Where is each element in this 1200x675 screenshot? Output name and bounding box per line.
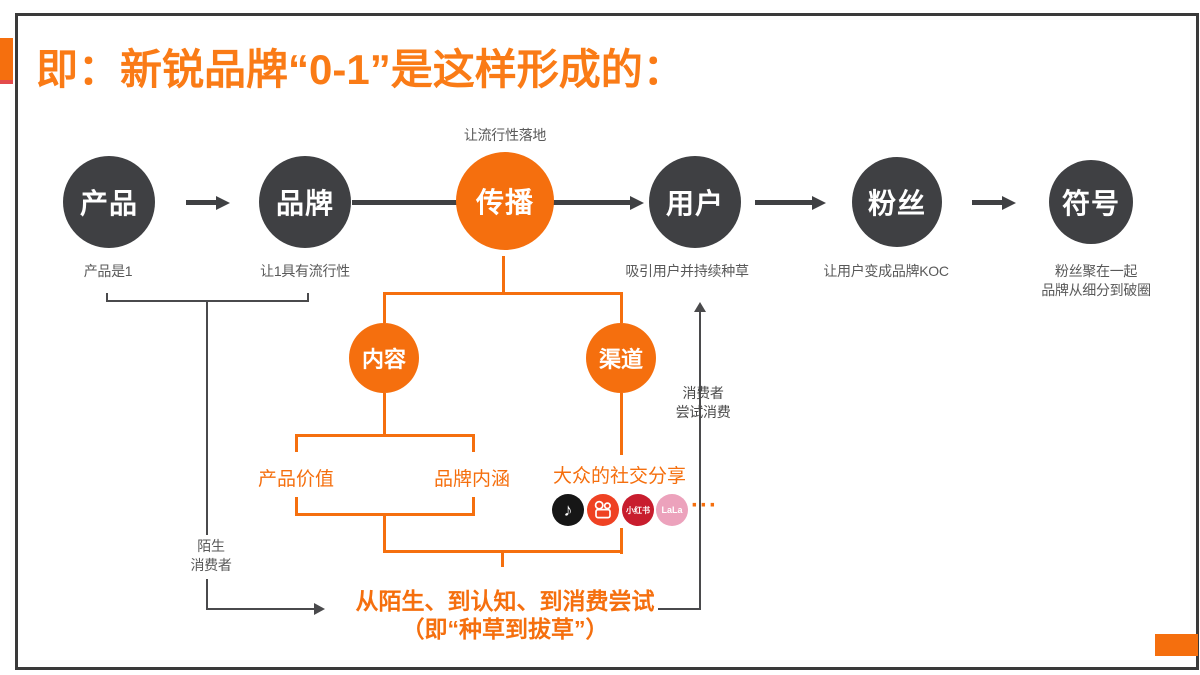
social-share-label: 大众的社交分享	[553, 466, 687, 487]
connector-vertical	[295, 434, 298, 452]
node-product-label: 产品	[79, 188, 138, 219]
arrowhead-right-icon	[314, 603, 325, 615]
kuaishou-icon	[587, 494, 619, 526]
arrowhead-right-icon	[1002, 196, 1016, 210]
connector-vertical	[699, 311, 701, 610]
consumer-try-label: 消费者 尝试消费	[675, 385, 731, 420]
arrowhead-up-icon	[694, 302, 706, 312]
connector-vertical	[206, 300, 208, 535]
conclusion-line2: （即“种草到拔草”）	[401, 615, 609, 642]
node-fans-label: 粉丝	[867, 188, 926, 219]
node-spread: 传播	[456, 152, 554, 250]
caption-spread-above: 让流行性落地	[463, 127, 547, 143]
connector-vertical	[472, 434, 475, 452]
node-product: 产品	[63, 156, 155, 248]
connector-vertical	[501, 550, 504, 567]
douyin-note-glyph: ♪	[563, 499, 573, 520]
xiaohongshu-text: 小红书	[626, 505, 650, 515]
connector-vertical	[383, 292, 386, 323]
pink-social-text: LaLa	[661, 505, 683, 515]
connector-tick	[307, 293, 309, 302]
node-symbol: 符号	[1049, 160, 1133, 244]
stranger-consumer-label: 陌生 消费者	[190, 538, 232, 573]
connector-tick	[106, 293, 108, 302]
node-content: 内容	[349, 323, 419, 393]
title-accent-block	[0, 38, 13, 84]
connector-vertical	[383, 530, 386, 553]
connector-vertical	[383, 513, 386, 532]
arrowhead-right-icon	[812, 196, 826, 210]
connector-product-brand	[186, 200, 216, 205]
connector-fans-symbol	[972, 200, 1002, 205]
conclusion-line1: 从陌生、到认知、到消费尝试	[355, 588, 655, 614]
arrowhead-right-icon	[630, 196, 644, 210]
douyin-icon: ♪	[552, 494, 584, 526]
connector-spread-root	[502, 256, 505, 295]
connector-vertical	[206, 579, 208, 610]
node-brand-label: 品牌	[275, 188, 334, 219]
node-content-label: 内容	[361, 347, 406, 372]
connector-vertical	[295, 497, 298, 516]
node-channel-label: 渠道	[598, 347, 643, 372]
page-title: 即：新锐品牌“0-1”是这样形成的：	[36, 46, 685, 93]
node-symbol-label: 符号	[1061, 188, 1120, 219]
node-channel: 渠道	[586, 323, 656, 393]
connector-vertical	[620, 528, 623, 554]
caption-user: 吸引用户并持续种草	[625, 263, 749, 279]
xiaohongshu-icon: 小红书	[622, 494, 654, 526]
caption-fans: 让用户变成品牌KOC	[823, 263, 949, 279]
caption-brand: 让1具有流行性	[260, 263, 350, 279]
caption-product: 产品是1	[83, 263, 133, 279]
node-spread-label: 传播	[475, 187, 534, 218]
connector-bracket	[383, 292, 623, 295]
connector-vertical	[620, 292, 623, 323]
node-brand: 品牌	[259, 156, 351, 248]
connector-horizontal	[206, 608, 314, 610]
node-user-label: 用户	[665, 188, 724, 219]
video-camera-icon	[594, 500, 611, 519]
brand-meaning-label: 品牌内涵	[434, 469, 511, 490]
connector-horizontal	[658, 608, 701, 610]
pink-social-icon: LaLa	[656, 494, 688, 526]
more-platforms-dots: ···	[691, 492, 718, 519]
connector-vertical	[472, 497, 475, 516]
product-value-label: 产品价值	[258, 469, 335, 490]
connector-vertical	[620, 393, 623, 455]
conclusion-text: 从陌生、到认知、到消费尝试 （即“种草到拔草”）	[305, 588, 705, 643]
caption-symbol: 粉丝聚在一起 品牌从细分到破圈	[1041, 263, 1151, 298]
connector-user-fans	[755, 200, 812, 205]
connector-bracket	[295, 434, 475, 437]
corner-accent-block	[1155, 634, 1198, 656]
connector-vertical	[383, 393, 386, 437]
node-user: 用户	[649, 156, 741, 248]
node-fans: 粉丝	[852, 157, 942, 247]
arrowhead-right-icon	[216, 196, 230, 210]
